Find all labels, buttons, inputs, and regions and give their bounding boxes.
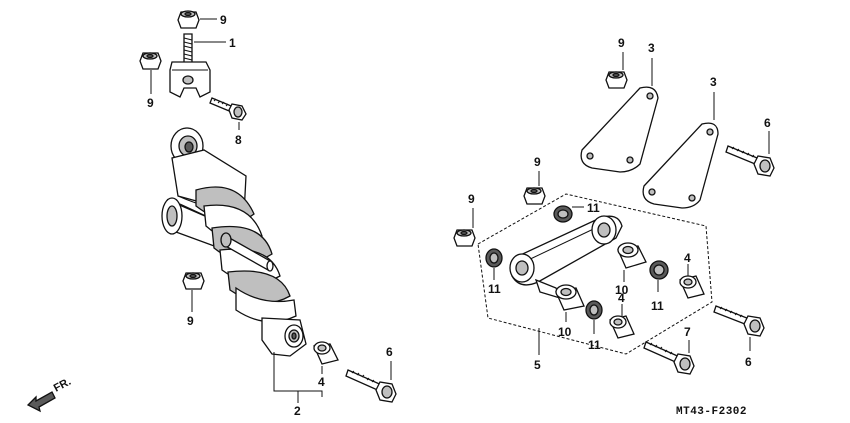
callout-9-top: 9	[220, 13, 227, 27]
callout-8: 8	[235, 133, 242, 147]
callout-9-linkage-mid: 9	[534, 155, 541, 169]
dust-seal-right	[649, 260, 669, 280]
nut-plate	[605, 71, 628, 89]
front-direction-label: FR.	[52, 376, 73, 395]
nut-linkage-left	[453, 229, 476, 247]
callout-11-right: 11	[651, 299, 664, 313]
rear-shock-absorber	[161, 127, 307, 357]
callout-9-linkage-left: 9	[468, 192, 475, 206]
callout-1: 1	[229, 36, 236, 50]
callout-11-lower: 11	[588, 338, 601, 352]
callout-10-upper: 10	[615, 283, 629, 297]
callout-11-left: 11	[488, 282, 501, 296]
shock-link-arm	[509, 215, 623, 300]
callout-5: 5	[534, 358, 541, 372]
nut-left-lower	[182, 272, 205, 290]
callout-9-left-upper: 9	[147, 96, 154, 110]
callout-4-lower: 4	[618, 291, 625, 305]
dust-seal-top	[553, 205, 573, 223]
upper-mount-clevis	[169, 33, 211, 98]
callout-7: 7	[684, 325, 691, 339]
front-direction-arrow: FR.	[26, 376, 73, 413]
dust-seal-left	[485, 248, 503, 268]
callout-6-lower-left: 6	[386, 345, 393, 359]
nut-top	[177, 10, 200, 29]
callout-10-lower: 10	[558, 325, 572, 339]
callout-4-right: 4	[684, 251, 691, 265]
collar-right	[679, 275, 705, 299]
callout-6-lower-right: 6	[745, 355, 752, 369]
diagram-code: MT43-F2302	[676, 406, 747, 418]
bolt-lower-left	[345, 369, 397, 403]
bolt-seven	[643, 341, 695, 375]
callout-11-top: 11	[587, 201, 600, 215]
bolt-lower-right	[713, 305, 765, 337]
nut-left-upper	[139, 52, 162, 70]
callout-9-left-lower: 9	[187, 314, 194, 328]
dust-seal-lower	[585, 300, 603, 320]
callout-2: 2	[294, 404, 301, 418]
nut-linkage-mid	[523, 187, 546, 205]
callout-3-left: 3	[648, 41, 655, 55]
callout-9-plate: 9	[618, 36, 625, 50]
linkage-assembly-outline	[477, 193, 713, 355]
callout-3-right: 3	[710, 75, 717, 89]
bolt-upper-right	[725, 145, 775, 177]
collar-lower	[609, 315, 635, 339]
collar-left	[313, 341, 339, 365]
link-plate-right	[642, 122, 719, 209]
callout-6-upper-right: 6	[764, 116, 771, 130]
link-plate-left	[580, 86, 659, 173]
assembly-bracket-2	[273, 352, 323, 403]
bushing-lower	[555, 284, 585, 311]
bushing-upper	[617, 242, 647, 269]
callout-4-left: 4	[318, 375, 325, 389]
bolt-upper	[209, 97, 247, 121]
